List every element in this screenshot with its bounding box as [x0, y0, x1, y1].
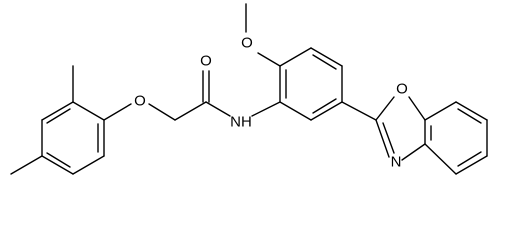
nh-aryl-bond	[251, 101, 281, 117]
oxazole-ring	[375, 96, 426, 161]
amide-nh-label: NH	[230, 114, 252, 131]
carbonyl-nh-bond	[205, 101, 231, 117]
ether-ch2-bond	[148, 103, 176, 121]
methoxy-oxygen-label: O	[241, 35, 253, 52]
aryl-ether-bond	[103, 103, 132, 121]
oxazole-nitrogen-label: N	[391, 154, 402, 171]
oxazole-oxygen-label: O	[396, 81, 408, 98]
dimethylphenyl-ring	[41, 101, 105, 175]
aryl-benzoxazole-bond	[341, 101, 377, 121]
methyl-bond-4	[10, 155, 43, 175]
ch2-carbonyl-bond	[174, 101, 207, 121]
chemical-structure: O O NH O O N	[10, 3, 488, 175]
aryl-methoxy-bond	[257, 52, 281, 67]
carbonyl-oxygen-label: O	[200, 53, 212, 70]
ether-oxygen-label: O	[134, 93, 146, 110]
methoxyphenyl-ring	[279, 47, 343, 121]
benzo-ring	[424, 101, 488, 175]
